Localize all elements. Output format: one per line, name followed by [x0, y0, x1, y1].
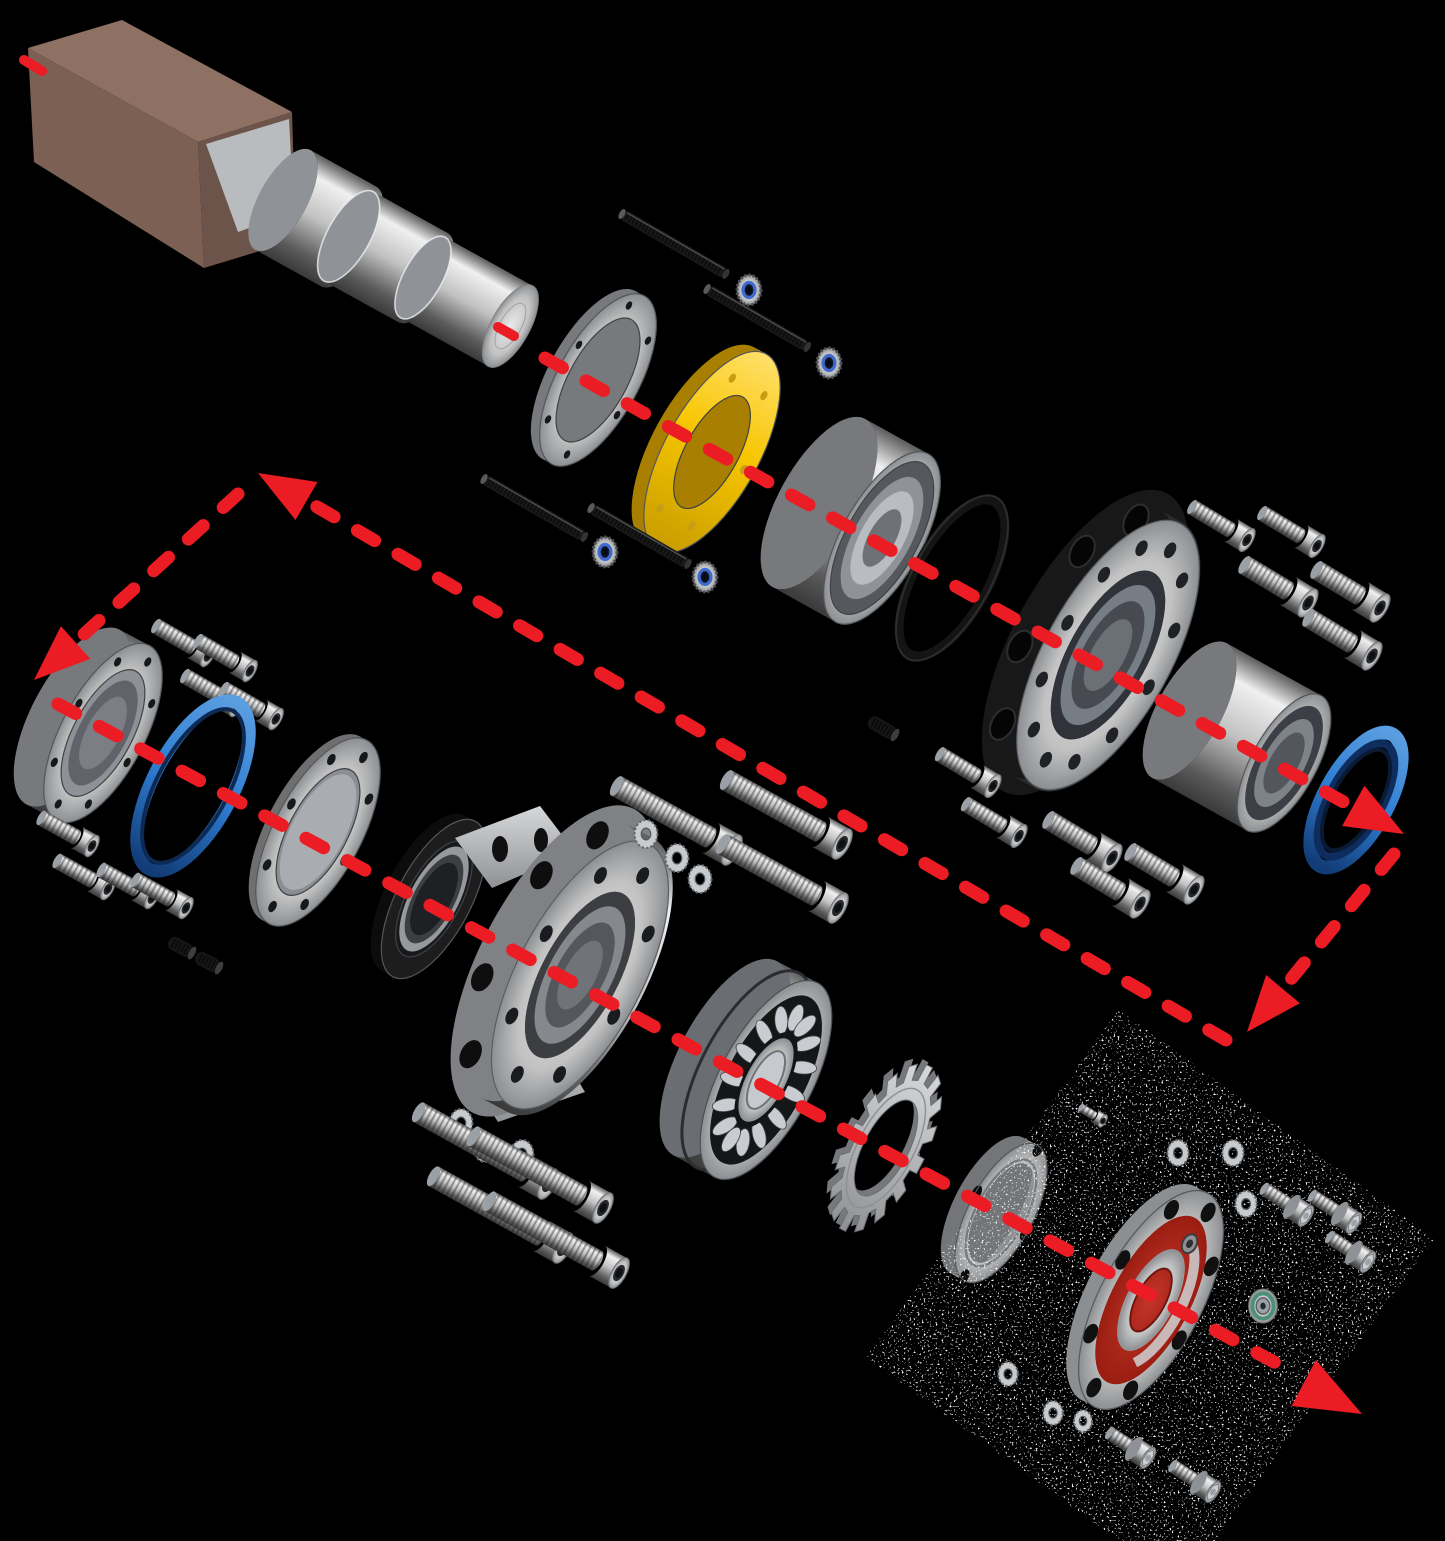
tie-rod-3 [480, 474, 589, 542]
tiny-screw [1077, 1103, 1108, 1128]
cap-screw-tr-5 [1302, 609, 1383, 671]
cap-screw-c2-2 [193, 633, 258, 683]
hex-bolt-r2 [1307, 1189, 1363, 1234]
assembly-path-axis-top [538, 351, 1404, 834]
flange-lock-nut-3 [591, 535, 619, 569]
cap-screw-lo-1 [934, 746, 1002, 798]
cap-screw-tr-3 [1238, 556, 1319, 618]
hex-bolt-d1 [1104, 1426, 1157, 1469]
cap-screw-tr-2 [1257, 505, 1326, 558]
serrated-washer-d2 [1042, 1400, 1064, 1426]
arrowhead-icon [34, 626, 91, 680]
tie-rod-1 [618, 209, 730, 279]
front-bearing-housing [981, 489, 1201, 796]
housing-lug-top-hole-1 [492, 836, 508, 862]
housing-lug-top-hole-2 [534, 828, 548, 852]
shaft-sleeve [1142, 641, 1332, 833]
serrated-washer-t2 [664, 843, 690, 873]
cap-screw-lo-4 [1070, 857, 1151, 919]
cap-screw-lo-5 [1124, 843, 1205, 905]
assembly-path-shaft-tip-dot [493, 322, 519, 341]
long-cap-screw-m3 [715, 834, 849, 924]
roll-pin-2 [167, 936, 197, 960]
bearing-lock-washer [826, 1058, 943, 1233]
long-cap-screw-l4 [482, 1191, 630, 1289]
wear-plate-yellow [631, 344, 781, 554]
cap-screw-bl-4 [130, 872, 194, 920]
roll-neck-block-top [28, 20, 292, 142]
arrowhead-icon [1291, 1360, 1362, 1414]
cap-screw-lo-2 [960, 796, 1028, 848]
hex-bolt-d2 [1168, 1459, 1222, 1503]
arrowhead-icon [1342, 785, 1404, 834]
cap-screw-tr-4 [1310, 561, 1391, 623]
retainer-plate [248, 734, 381, 927]
roll-pin-3 [194, 951, 224, 975]
hex-bolt-r3 [1324, 1230, 1377, 1273]
roll-pin-1 [867, 716, 900, 742]
tie-rod-2 [703, 284, 812, 352]
serrated-washer-d1 [997, 1361, 1019, 1387]
flange-lock-nut-4 [691, 560, 719, 594]
assembly-path-axis-start-dot [19, 55, 47, 76]
assembly-path-return-drop [1247, 847, 1401, 1032]
arrowhead-icon [1247, 974, 1300, 1032]
assembly-path-axis-bottom [51, 697, 1362, 1414]
assembly-path-return-traverse [258, 473, 1233, 1047]
serrated-washer-d3 [1072, 1409, 1094, 1433]
assembly-path-return-descent [34, 487, 245, 680]
cap-screw-bl-1 [36, 810, 100, 858]
tie-rod-4 [587, 503, 692, 569]
retaining-ring [530, 288, 657, 467]
arrowhead-icon [258, 473, 318, 521]
main-bearing-housing [450, 805, 673, 1117]
hex-bolt-r1 [1259, 1182, 1315, 1227]
long-cap-screw-l2 [466, 1126, 614, 1224]
sight-plug-green [1248, 1288, 1278, 1324]
flange-lock-nut-2 [815, 346, 843, 380]
serrated-washer-t3 [687, 864, 713, 894]
cap-screw-tr-1 [1187, 499, 1256, 552]
flange-lock-nut-1 [735, 273, 763, 307]
roll-neck-block-front [28, 48, 204, 268]
housing-lug-top [455, 806, 575, 888]
long-cap-screw-m2 [719, 770, 853, 860]
cap-screw-lo-3 [1042, 811, 1123, 873]
serrated-washer-t1 [633, 819, 659, 849]
